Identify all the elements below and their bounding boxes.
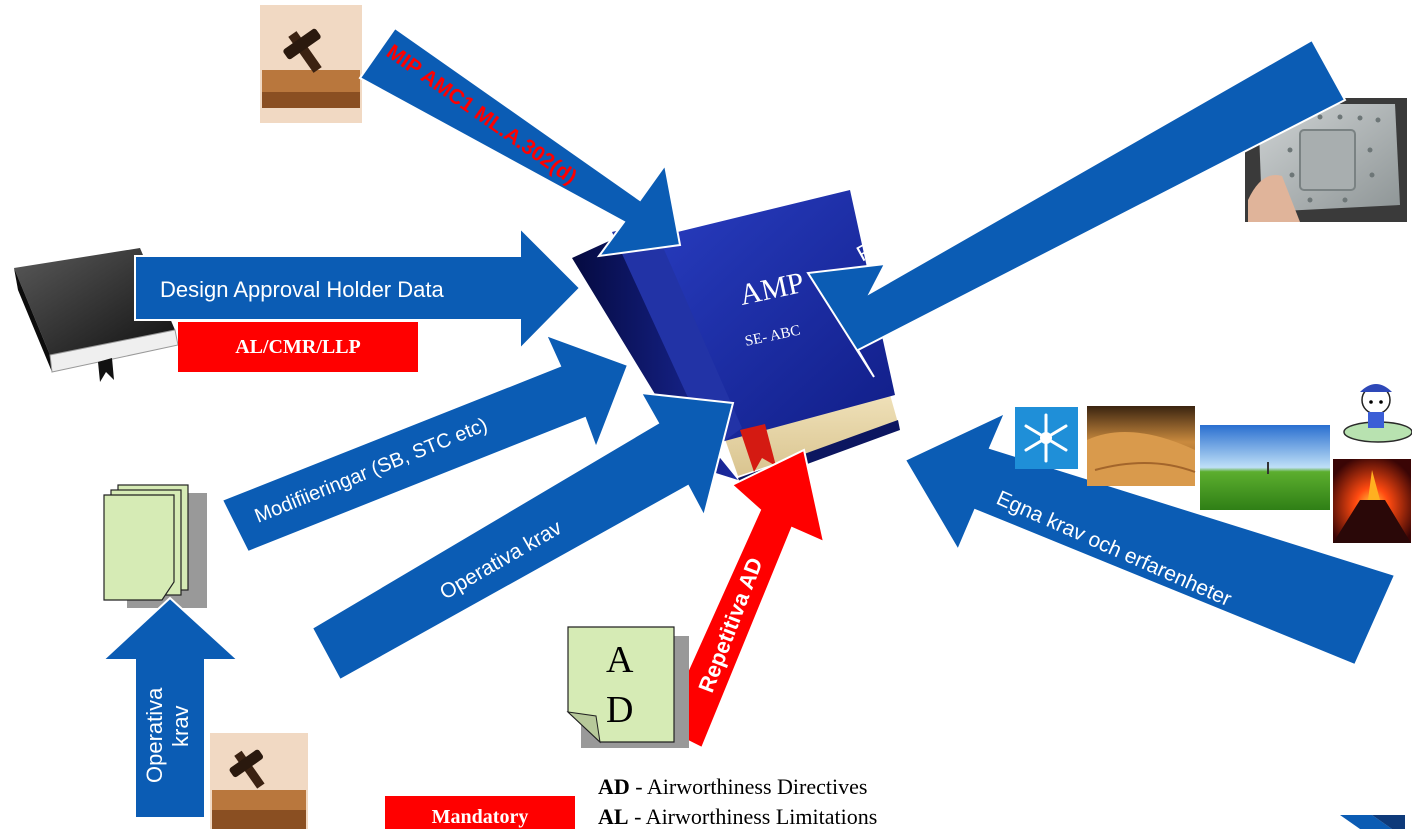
ad-document-letter-d: D (606, 689, 633, 731)
arrow-modifications (220, 333, 630, 554)
arrow-repetitive-ad (660, 448, 826, 750)
volcano-icon (1333, 459, 1411, 543)
meadow-icon (1200, 425, 1330, 510)
desert-icon (1087, 406, 1196, 486)
ad-document-letter-a: A (606, 639, 634, 681)
mandatory-tag: Mandatory (385, 796, 575, 829)
legend-al: AL - Airworthiness Limitations (598, 804, 877, 830)
gavel-icon (210, 733, 308, 829)
arrow-own-requirements (903, 410, 1397, 667)
logo-mark (1340, 815, 1405, 829)
arrow-design-data (134, 225, 582, 352)
arrow-repairs (806, 38, 1347, 378)
gavel-icon (260, 5, 362, 123)
cartoon-pilot-icon (1343, 384, 1412, 443)
mip-arrow-label: MIP AMC1 ML.A.302(d) (382, 40, 581, 189)
legend-al-abbr: AL (598, 804, 629, 829)
arrow-mip (358, 26, 682, 258)
ad-document-icon (566, 626, 689, 748)
arrow-bottom-operational (100, 596, 241, 819)
bottom-operational-label-2: krav (168, 705, 193, 747)
document-stack-icon (103, 484, 207, 608)
legend-ad-text: - Airworthiness Directives (629, 774, 868, 799)
al-cmr-llp-tag: AL/CMR/LLP (178, 322, 418, 372)
legend-ad-abbr: AD (598, 774, 630, 799)
bottom-operational-label-1: Operativa (142, 687, 167, 783)
design-arrow-label: Design Approval Holder Data (160, 277, 444, 302)
legend-ad: AD - Airworthiness Directives (598, 774, 867, 800)
arrow-operational (310, 391, 735, 682)
legend-al-text: - Airworthiness Limitations (628, 804, 878, 829)
snowflake-icon (1015, 407, 1078, 469)
